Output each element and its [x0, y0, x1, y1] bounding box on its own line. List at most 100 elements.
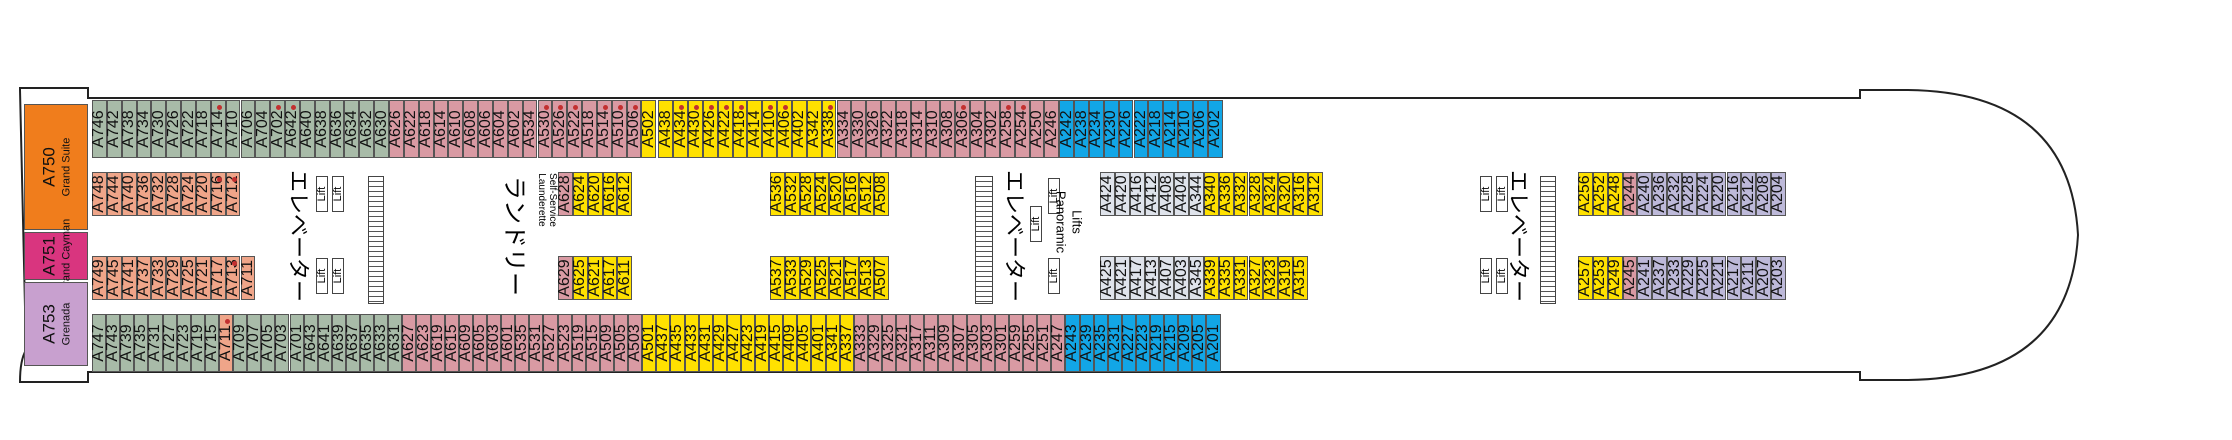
cabin-a252[interactable]: A252 — [1591, 172, 1608, 216]
cabin-a741[interactable]: A741 — [120, 256, 137, 300]
cabin-a517[interactable]: A517 — [843, 256, 860, 300]
cabin-a529[interactable]: A529 — [798, 256, 815, 300]
cabin-a253[interactable]: A253 — [1591, 256, 1608, 300]
cabin-a228[interactable]: A228 — [1680, 172, 1697, 216]
cabin-a635[interactable]: A635 — [358, 314, 375, 372]
cabin-a324[interactable]: A324 — [1262, 172, 1279, 216]
cabin-a612[interactable]: A612 — [616, 172, 633, 216]
cabin-a312[interactable]: A312 — [1306, 172, 1323, 216]
cabin-a203[interactable]: A203 — [1769, 256, 1786, 300]
cabin-a215[interactable]: A215 — [1162, 314, 1179, 372]
cabin-a639[interactable]: A639 — [330, 314, 347, 372]
cabin-a618[interactable]: A618 — [417, 100, 434, 158]
cabin-a319[interactable]: A319 — [1277, 256, 1294, 300]
cabin-a249[interactable]: A249 — [1606, 256, 1623, 300]
cabin-a501[interactable]: A501 — [640, 314, 657, 372]
cabin-a634[interactable]: A634 — [343, 100, 360, 158]
cabin-a622[interactable]: A622 — [402, 100, 419, 158]
cabin-a422[interactable]: A422 — [716, 100, 733, 158]
cabin-a419[interactable]: A419 — [753, 314, 770, 372]
cabin-a309[interactable]: A309 — [936, 314, 953, 372]
cabin-a311[interactable]: A311 — [922, 314, 939, 372]
cabin-a503[interactable]: A503 — [626, 314, 643, 372]
cabin-a205[interactable]: A205 — [1190, 314, 1207, 372]
cabin-a711[interactable]: A711 — [217, 314, 234, 372]
cabin-a328[interactable]: A328 — [1247, 172, 1264, 216]
cabin-a709[interactable]: A709 — [231, 314, 248, 372]
cabin-a705[interactable]: A705 — [259, 314, 276, 372]
cabin-a220[interactable]: A220 — [1710, 172, 1727, 216]
cabin-a421[interactable]: A421 — [1113, 256, 1130, 300]
cabin-a302[interactable]: A302 — [983, 100, 1000, 158]
cabin-a330[interactable]: A330 — [850, 100, 867, 158]
cabin-a206[interactable]: A206 — [1191, 100, 1208, 158]
cabin-a614[interactable]: A614 — [432, 100, 449, 158]
cabin-a707[interactable]: A707 — [245, 314, 262, 372]
cabin-a704[interactable]: A704 — [254, 100, 271, 158]
cabin-a601[interactable]: A601 — [499, 314, 516, 372]
cabin-a638[interactable]: A638 — [313, 100, 330, 158]
cabin-a226[interactable]: A226 — [1117, 100, 1134, 158]
cabin-a334[interactable]: A334 — [835, 100, 852, 158]
cabin-a730[interactable]: A730 — [150, 100, 167, 158]
cabin-a333[interactable]: A333 — [852, 314, 869, 372]
cabin-a420[interactable]: A420 — [1113, 172, 1130, 216]
cabin-a615[interactable]: A615 — [443, 314, 460, 372]
cabin-a507[interactable]: A507 — [872, 256, 889, 300]
cabin-a729[interactable]: A729 — [165, 256, 182, 300]
cabin-a531[interactable]: A531 — [527, 314, 544, 372]
cabin-a209[interactable]: A209 — [1176, 314, 1193, 372]
cabin-a316[interactable]: A316 — [1291, 172, 1308, 216]
cabin-a706[interactable]: A706 — [239, 100, 256, 158]
cabin-a237[interactable]: A237 — [1651, 256, 1668, 300]
cabin-a337[interactable]: A337 — [838, 314, 855, 372]
cabin-a212[interactable]: A212 — [1740, 172, 1757, 216]
cabin-a217[interactable]: A217 — [1725, 256, 1742, 300]
cabin-a214[interactable]: A214 — [1162, 100, 1179, 158]
cabin-a628[interactable]: A628 — [556, 172, 573, 216]
cabin-a742[interactable]: A742 — [105, 100, 122, 158]
cabin-a619[interactable]: A619 — [429, 314, 446, 372]
cabin-a304[interactable]: A304 — [969, 100, 986, 158]
cabin-a641[interactable]: A641 — [316, 314, 333, 372]
cabin-a521[interactable]: A521 — [828, 256, 845, 300]
cabin-a603[interactable]: A603 — [485, 314, 502, 372]
cabin-a745[interactable]: A745 — [105, 256, 122, 300]
cabin-a516[interactable]: A516 — [843, 172, 860, 216]
cabin-a718[interactable]: A718 — [194, 100, 211, 158]
cabin-a221[interactable]: A221 — [1710, 256, 1727, 300]
cabin-a723[interactable]: A723 — [175, 314, 192, 372]
cabin-a409[interactable]: A409 — [781, 314, 798, 372]
cabin-a735[interactable]: A735 — [132, 314, 149, 372]
cabin-a404[interactable]: A404 — [1173, 172, 1190, 216]
cabin-a341[interactable]: A341 — [824, 314, 841, 372]
cabin-a713[interactable]: A713 — [224, 256, 241, 300]
cabin-a344[interactable]: A344 — [1188, 172, 1205, 216]
cabin-a323[interactable]: A323 — [1262, 256, 1279, 300]
cabin-a731[interactable]: A731 — [146, 314, 163, 372]
cabin-a536[interactable]: A536 — [768, 172, 785, 216]
cabin-a431[interactable]: A431 — [697, 314, 714, 372]
cabin-a238[interactable]: A238 — [1073, 100, 1090, 158]
cabin-a642[interactable]: A642 — [283, 100, 300, 158]
cabin-a242[interactable]: A242 — [1058, 100, 1075, 158]
cabin-a234[interactable]: A234 — [1087, 100, 1104, 158]
cabin-a239[interactable]: A239 — [1078, 314, 1095, 372]
cabin-a621[interactable]: A621 — [586, 256, 603, 300]
cabin-a610[interactable]: A610 — [447, 100, 464, 158]
cabin-a525[interactable]: A525 — [813, 256, 830, 300]
cabin-a418[interactable]: A418 — [731, 100, 748, 158]
cabin-a339[interactable]: A339 — [1202, 256, 1219, 300]
cabin-a201[interactable]: A201 — [1205, 314, 1222, 372]
cabin-a227[interactable]: A227 — [1120, 314, 1137, 372]
cabin-a345[interactable]: A345 — [1188, 256, 1205, 300]
cabin-a534[interactable]: A534 — [521, 100, 538, 158]
cabin-a405[interactable]: A405 — [795, 314, 812, 372]
cabin-a224[interactable]: A224 — [1695, 172, 1712, 216]
cabin-a416[interactable]: A416 — [1128, 172, 1145, 216]
cabin-a604[interactable]: A604 — [491, 100, 508, 158]
cabin-a722[interactable]: A722 — [180, 100, 197, 158]
cabin-a303[interactable]: A303 — [979, 314, 996, 372]
cabin-a240[interactable]: A240 — [1636, 172, 1653, 216]
